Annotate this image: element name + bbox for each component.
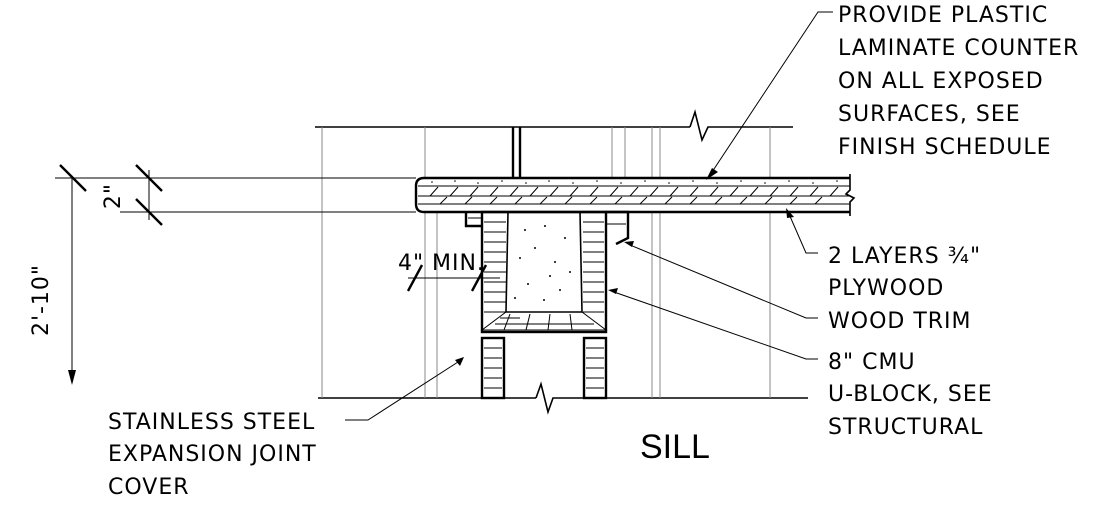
leaders: [345, 11, 833, 421]
note-line: SURFACES, SEE: [838, 102, 1021, 127]
note-line: 2 LAYERS ¾": [828, 244, 981, 269]
note-line: EXPANSION JOINT: [108, 442, 317, 467]
dimensions: [55, 164, 500, 385]
detail-title: SILL: [640, 428, 710, 466]
cmu-hatch: [484, 221, 604, 331]
note-wood-trim: WOOD TRIM: [828, 309, 972, 334]
dim-min-bearing-suffix: MIN.: [432, 251, 485, 276]
note-line: STRUCTURAL: [828, 415, 983, 440]
plywood-hatch: [429, 186, 839, 205]
cmu-u-block: [464, 210, 630, 334]
grout-fill: [514, 225, 571, 301]
note-expansion-joint: STAINLESS STEEL EXPANSION JOINT COVER: [108, 410, 317, 500]
note-plywood: 2 LAYERS ¾" PLYWOOD: [828, 244, 981, 301]
note-line: LAMINATE COUNTER: [838, 36, 1079, 61]
note-line: 8" CMU: [828, 350, 916, 375]
dim-min-bearing: 4": [398, 251, 424, 276]
note-line: STAINLESS STEEL: [108, 410, 315, 435]
note-line: FINISH SCHEDULE: [838, 135, 1052, 160]
background-elevation-lines: [315, 109, 808, 415]
lower-cmu-wall: [480, 336, 608, 400]
note-plastic-laminate: PROVIDE PLASTIC LAMINATE COUNTER ON ALL …: [838, 3, 1079, 160]
note-cmu: 8" CMU U-BLOCK, SEE STRUCTURAL: [828, 350, 993, 440]
laminate-stipple: [431, 180, 838, 184]
dim-counter-thickness: 2": [101, 183, 126, 209]
note-line: COVER: [108, 475, 190, 500]
note-line: U-BLOCK, SEE: [828, 382, 993, 407]
dim-overall-height: 2'-10": [29, 264, 54, 336]
note-line: WOOD TRIM: [828, 309, 972, 334]
note-line: PROVIDE PLASTIC: [838, 3, 1048, 28]
countertop: [414, 174, 856, 216]
note-line: PLYWOOD: [828, 276, 944, 301]
note-line: ON ALL EXPOSED: [838, 69, 1044, 94]
